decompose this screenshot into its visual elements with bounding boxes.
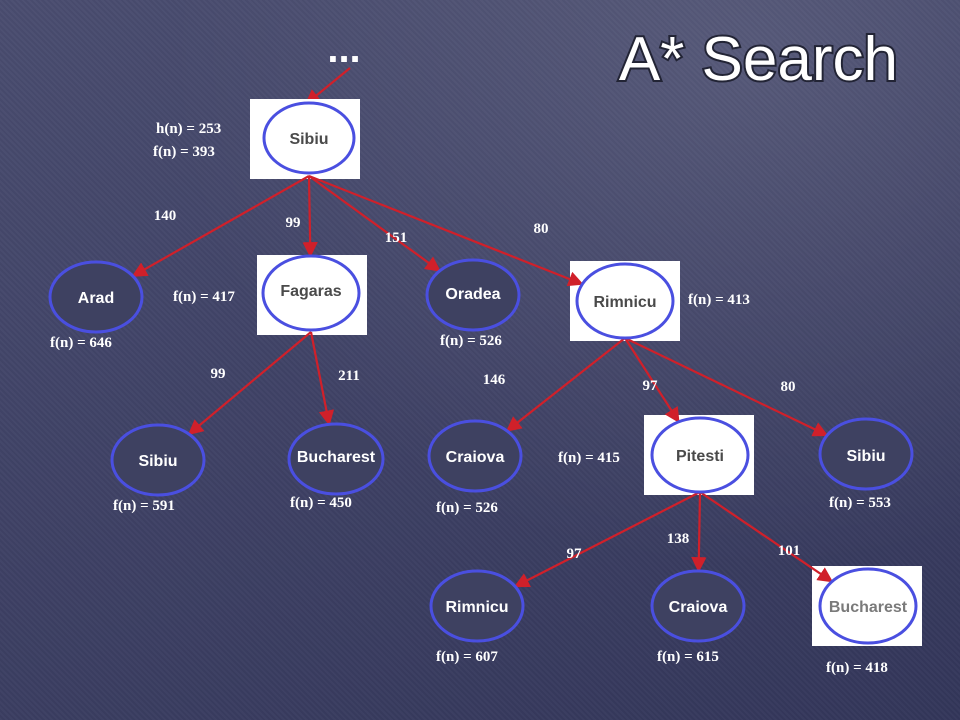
- edge-cost-label: 211: [338, 368, 360, 384]
- edges: [131, 174, 834, 588]
- edge-cost-label: 80: [534, 221, 549, 237]
- annotation-f-bucharest-p: f(n) = 418: [826, 660, 888, 676]
- annotation-f-arad: f(n) = 646: [50, 335, 112, 351]
- edge-pitesti-to-rimnicu-p: [513, 491, 701, 588]
- node-label-arad: Arad: [78, 290, 114, 307]
- edge-sibiu-root-to-rimnicu: [308, 174, 584, 287]
- node-label-bucharest-f: Bucharest: [297, 449, 376, 466]
- edge-pitesti-to-bucharest-p: [699, 491, 834, 583]
- node-label-sibiu-f: Sibiu: [138, 453, 177, 470]
- edge-cost-label: 99: [286, 215, 301, 231]
- node-label-craiova-r: Craiova: [446, 449, 505, 466]
- node-label-rimnicu: Rimnicu: [593, 294, 656, 311]
- edge-sibiu-root-to-oradea: [308, 175, 441, 272]
- annotation-f-rimnicu: f(n) = 413: [688, 292, 750, 308]
- node-label-oradea: Oradea: [445, 286, 500, 303]
- node-sibiu-f: [110, 423, 206, 497]
- ellipsis-marker: ...: [327, 27, 360, 71]
- node-label-pitesti: Pitesti: [676, 448, 724, 465]
- edge-cost-label: 151: [385, 230, 408, 246]
- node-label-sibiu-r: Sibiu: [846, 448, 885, 465]
- node-oradea: [425, 258, 521, 332]
- annotation-f-bucharest-f: f(n) = 450: [290, 495, 352, 511]
- annotation-f-sibiu-r: f(n) = 553: [829, 495, 891, 511]
- node-bucharest-f: [287, 422, 385, 496]
- annotation-h-sibiu-root: h(n) = 253: [156, 121, 221, 137]
- annotation-f-craiova-p: f(n) = 615: [657, 649, 719, 665]
- edge-cost-label: 97: [567, 546, 583, 562]
- node-sibiu-root: [262, 101, 356, 175]
- node-pitesti: [650, 416, 750, 494]
- edge-sibiu-root-to-arad: [131, 175, 310, 278]
- edge-fagaras-to-bucharest-f: [309, 331, 335, 426]
- node-label-rimnicu-p: Rimnicu: [445, 599, 508, 616]
- node-label-bucharest-p: Bucharest: [829, 599, 908, 616]
- incoming-arrow: [304, 67, 351, 105]
- node-craiova-p: [650, 569, 746, 643]
- edge-cost-label: 99: [211, 366, 226, 382]
- edge-cost-label: 80: [781, 379, 796, 395]
- slide-title: A* Search: [619, 25, 898, 94]
- node-craiova-r: [427, 419, 523, 493]
- edge-sibiu-root-to-fagaras: [302, 175, 318, 258]
- node-bucharest-p: [818, 567, 918, 645]
- annotation-f-oradea: f(n) = 526: [440, 333, 502, 349]
- edge-rimnicu-to-sibiu-r: [624, 337, 829, 437]
- nodes: [48, 101, 918, 645]
- annotation-f-rimnicu-p: f(n) = 607: [436, 649, 498, 665]
- edge-cost-label: 101: [778, 543, 801, 559]
- node-label-sibiu-root: Sibiu: [289, 131, 328, 148]
- edge-labels: 140 99 151 80 99 211 146 97 80 97 138 10…: [154, 208, 801, 562]
- annotation-f-fagaras: f(n) = 417: [173, 289, 235, 305]
- annotation-f-sibiu-root: f(n) = 393: [153, 144, 215, 160]
- annotation-f-pitesti: f(n) = 415: [558, 450, 620, 466]
- edge-fagaras-to-sibiu-f: [187, 331, 312, 436]
- edge-rimnicu-to-craiova-r: [505, 337, 626, 432]
- node-label-craiova-p: Craiova: [669, 599, 728, 616]
- annotation-f-craiova-r: f(n) = 526: [436, 500, 498, 516]
- node-fagaras: [261, 254, 361, 332]
- node-rimnicu: [575, 262, 675, 340]
- edge-rimnicu-to-pitesti: [624, 337, 680, 424]
- edge-cost-label: 97: [643, 378, 659, 394]
- annotations: h(n) = 253 f(n) = 393 f(n) = 646 f(n) = …: [50, 121, 891, 676]
- node-labels: Sibiu Arad Fagaras Oradea Rimnicu Sibiu …: [78, 131, 908, 616]
- edge-pitesti-to-craiova-p: [691, 491, 707, 573]
- annotation-f-sibiu-f: f(n) = 591: [113, 498, 175, 514]
- node-sibiu-r: [818, 417, 914, 491]
- edge-cost-label: 146: [483, 372, 506, 388]
- node-rimnicu-p: [429, 569, 525, 643]
- edge-cost-label: 140: [154, 208, 177, 224]
- node-arad: [48, 260, 144, 334]
- edge-cost-label: 138: [667, 531, 690, 547]
- node-label-fagaras: Fagaras: [280, 283, 341, 300]
